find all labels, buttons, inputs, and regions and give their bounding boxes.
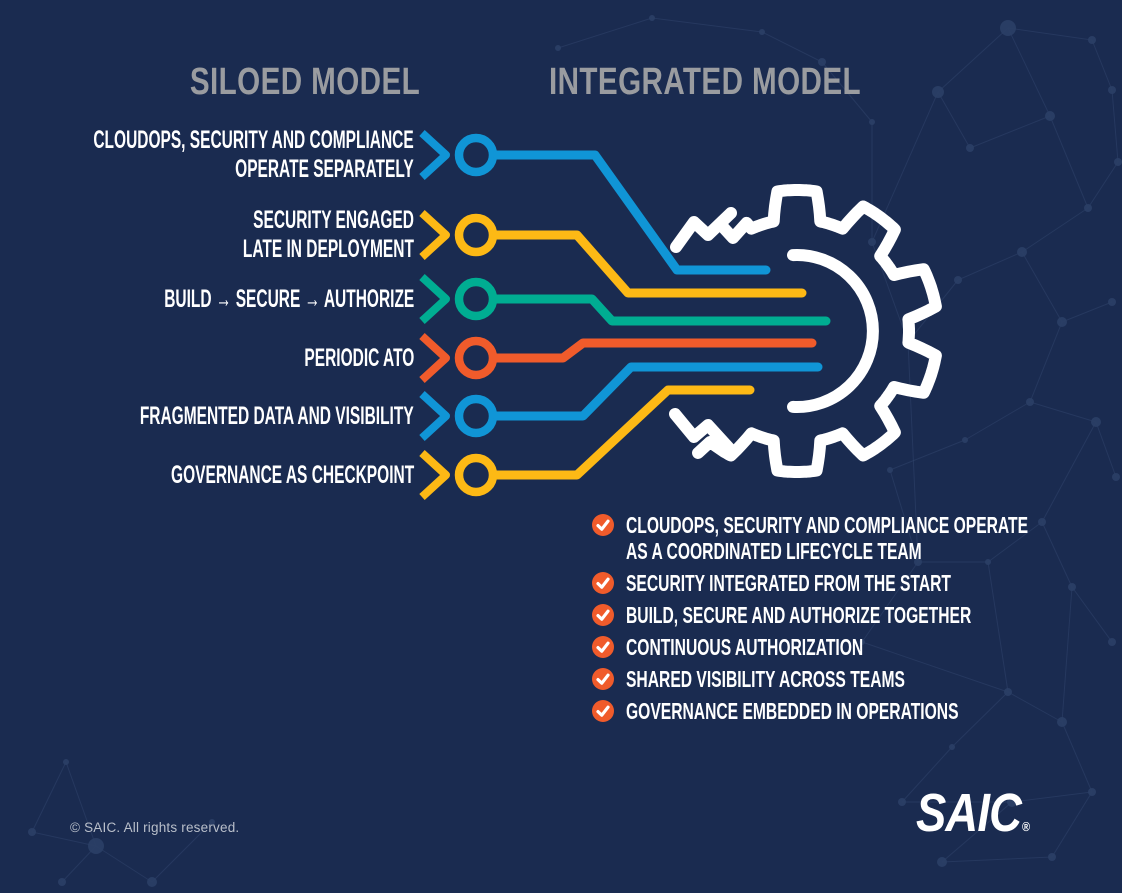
checklist-item: CLOUDOPS, SECURITY AND COMPLIANCE OPERAT…: [592, 512, 1122, 564]
connector-line: [492, 338, 817, 363]
checklist-item-label: GOVERNANCE EMBEDDED IN OPERATIONS: [626, 698, 959, 724]
saic-logo: SAIC®: [916, 786, 1030, 854]
check-icon: [592, 514, 614, 536]
siloed-item-label: PERIODIC ATO: [304, 344, 414, 373]
connector-line: [492, 385, 755, 480]
integrated-checklist: CLOUDOPS, SECURITY AND COMPLIANCE OPERAT…: [592, 512, 1122, 724]
check-icon: [592, 636, 614, 658]
label-line: GOVERNANCE EMBEDDED IN OPERATIONS: [626, 698, 959, 724]
siloed-connector-row3: [419, 274, 831, 326]
copyright-text: © SAIC. All rights reserved.: [70, 820, 240, 835]
logo-text: SAIC: [916, 783, 1022, 843]
gear-broken-fragment-top: [670, 207, 737, 253]
chevron-right-icon: [419, 130, 450, 180]
connector-node: [454, 277, 498, 321]
gear-broken-fragment-bottom: [669, 408, 735, 454]
label-line: SHARED VISIBILITY ACROSS TEAMS: [626, 666, 905, 692]
gear-icon: [669, 184, 942, 478]
integrated-model-title: INTEGRATED MODEL: [549, 61, 861, 103]
siloed-item-label: CLOUDOPS, SECURITY AND COMPLIANCE OPERAT…: [94, 126, 414, 184]
connector-node: [454, 394, 498, 438]
siloed-item-label: BUILD → SECURE → AUTHORIZE: [164, 285, 414, 314]
check-icon: [592, 604, 614, 626]
checklist-item-label: CONTINUOUS AUTHORIZATION: [626, 634, 863, 660]
siloed-item-label: FRAGMENTED DATA AND VISIBILITY: [140, 402, 414, 431]
siloed-item-label: SECURITY ENGAGED LATE IN DEPLOYMENT: [243, 206, 414, 264]
label-line: CLOUDOPS, SECURITY AND COMPLIANCE: [93, 126, 414, 154]
label-line: SECURITY INTEGRATED FROM THE START: [626, 570, 951, 596]
connector-node: [454, 213, 498, 257]
checklist-item-label: SECURITY INTEGRATED FROM THE START: [626, 570, 951, 596]
label-line: BUILD → SECURE → AUTHORIZE: [163, 285, 414, 313]
gear-inner-arc: [787, 249, 879, 413]
label-line: CLOUDOPS, SECURITY AND COMPLIANCE OPERAT…: [626, 512, 1029, 538]
chevron-right-icon: [419, 274, 450, 324]
siloed-connector-row6: [419, 385, 755, 500]
label-line: BUILD, SECURE AND AUTHORIZE TOGETHER: [626, 602, 972, 628]
check-icon: [592, 668, 614, 690]
connector-node: [454, 336, 498, 380]
connector-line: [492, 150, 771, 275]
checklist-item: BUILD, SECURE AND AUTHORIZE TOGETHER: [592, 602, 1122, 628]
label-line: OPERATE SEPARATELY: [235, 155, 414, 183]
checklist-item: SECURITY INTEGRATED FROM THE START: [592, 570, 1122, 596]
label-line: GOVERNANCE AS CHECKPOINT: [170, 461, 414, 489]
label-line: CONTINUOUS AUTHORIZATION: [626, 634, 864, 660]
checklist-item-label: SHARED VISIBILITY ACROSS TEAMS: [626, 666, 905, 692]
connector-line: [492, 294, 831, 326]
checklist-item-label: BUILD, SECURE AND AUTHORIZE TOGETHER: [626, 602, 971, 628]
checklist-item-label: CLOUDOPS, SECURITY AND COMPLIANCE OPERAT…: [626, 512, 1028, 564]
gear-rim: [692, 184, 942, 478]
chevron-right-icon: [419, 391, 450, 441]
chevron-right-icon: [419, 333, 450, 383]
registered-mark: ®: [1021, 819, 1030, 834]
siloed-connector-row2: [419, 210, 807, 298]
siloed-connector-row4: [419, 333, 817, 383]
checklist-item: SHARED VISIBILITY ACROSS TEAMS: [592, 666, 1122, 692]
siloed-item-label: GOVERNANCE AS CHECKPOINT: [171, 461, 414, 490]
label-line: LATE IN DEPLOYMENT: [242, 235, 414, 263]
siloed-connector-row1: [419, 130, 771, 275]
label-line: AS A COORDINATED LIFECYCLE TEAM: [626, 538, 922, 564]
label-line: PERIODIC ATO: [304, 344, 414, 372]
siloed-connector-row5: [419, 362, 823, 441]
chevron-right-icon: [419, 450, 450, 500]
check-icon: [592, 572, 614, 594]
siloed-model-title: SILOED MODEL: [189, 61, 421, 103]
label-line: SECURITY ENGAGED: [253, 206, 414, 234]
connector-node: [454, 133, 498, 177]
checklist-item: CONTINUOUS AUTHORIZATION: [592, 634, 1122, 660]
connector-line: [492, 362, 823, 421]
check-icon: [592, 700, 614, 722]
connector-node: [454, 453, 498, 497]
label-line: FRAGMENTED DATA AND VISIBILITY: [140, 402, 414, 430]
chevron-right-icon: [419, 210, 450, 260]
connector-line: [492, 230, 807, 298]
checklist-item: GOVERNANCE EMBEDDED IN OPERATIONS: [592, 698, 1122, 724]
